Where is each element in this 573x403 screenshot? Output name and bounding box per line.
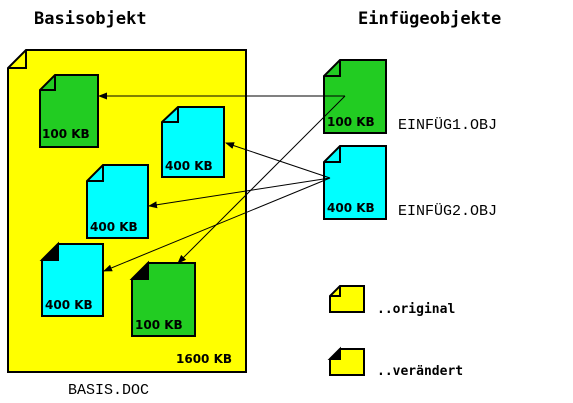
embedded-object-2: 400 KB — [161, 106, 225, 178]
embedded-object-1-fold — [40, 75, 56, 91]
insert-object-1-filename: EINFÜG1.OBJ — [398, 116, 497, 134]
insert-object-2-fold — [324, 146, 341, 163]
embedded-object-3: 400 KB — [86, 164, 149, 239]
link-arrows — [98, 92, 346, 272]
embedded-object-4-fold-filled — [39, 241, 59, 261]
legend-original: ..original — [329, 285, 455, 317]
insert-object-2-page — [323, 145, 387, 220]
embedded-object-4-size: 400 KB — [45, 298, 93, 312]
embedded-object-3-size: 400 KB — [90, 220, 138, 234]
insert-object-2: 400 KB — [323, 145, 387, 220]
legend-original-fold — [330, 286, 341, 297]
arrow-insert2-to-object4 — [103, 177, 331, 272]
insert-object-2-size: 400 KB — [327, 201, 375, 215]
arrow-insert2-to-object2 — [225, 142, 331, 179]
embedded-object-3-fold — [87, 165, 104, 182]
embedded-object-1-size: 100 KB — [42, 127, 90, 141]
embedded-object-4: 400 KB — [39, 241, 104, 317]
arrow-insert2-to-object3 — [148, 177, 331, 209]
embedded-object-5-fold-filled — [129, 260, 149, 280]
legend-original-icon — [329, 285, 365, 313]
header-inserts: Einfügeobjekte — [358, 9, 501, 29]
legend-original-label: ..original — [377, 302, 455, 317]
header-base: Basisobjekt — [34, 9, 147, 29]
embedded-object-2-fold — [162, 107, 179, 123]
insert-object-1-page — [323, 59, 387, 134]
legend-changed-label: ..verändert — [377, 364, 463, 379]
embedded-object-5-size: 100 KB — [135, 318, 183, 332]
embedded-object-1: 100 KB — [39, 74, 99, 148]
legend-changed-fold-filled — [327, 346, 341, 360]
legend-changed: ..verändert — [327, 346, 463, 379]
base-document-size: 1600 KB — [176, 352, 232, 366]
insert-object-1-size: 100 KB — [327, 115, 375, 129]
insert-object-1: 100 KB — [323, 59, 387, 134]
insert-object-2-filename: EINFÜG2.OBJ — [398, 202, 497, 220]
embedded-object-5: 100 KB — [129, 260, 196, 337]
embedded-object-2-page — [161, 106, 225, 178]
embedded-object-3-page — [86, 164, 149, 239]
insert-object-1-fold — [324, 60, 341, 77]
embedded-object-1-page — [39, 74, 99, 148]
base-document-corner-fold — [8, 50, 27, 69]
arrow-insert1-to-object5 — [177, 95, 346, 264]
embedded-object-2-size: 400 KB — [165, 159, 213, 173]
base-document-filename: BASIS.DOC — [68, 382, 149, 399]
